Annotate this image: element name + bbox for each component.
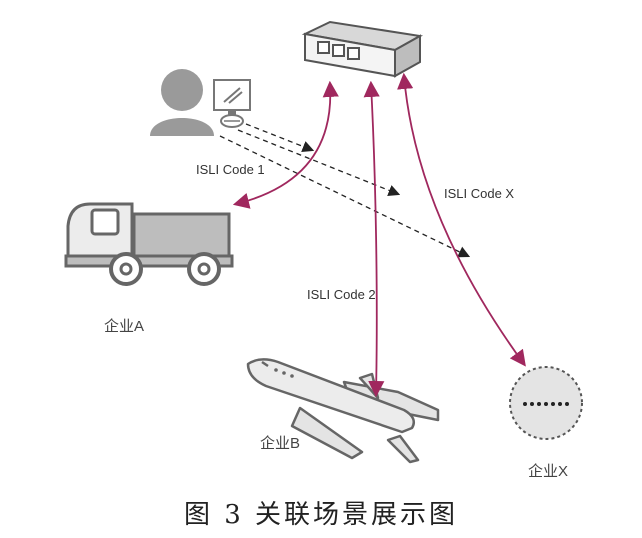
truck-icon — [64, 202, 234, 286]
enterprise-b-label: 企业B — [260, 435, 301, 452]
airplane-icon — [246, 358, 440, 464]
association-links — [232, 72, 526, 398]
isli-code-1-label: ISLI Code 1 — [196, 162, 265, 177]
enterprise-x-label: 企业X — [528, 463, 569, 480]
link-server-enterprise-b — [363, 80, 385, 398]
user-at-computer-icon — [150, 69, 251, 136]
enterprise-a-label: 企业A — [104, 318, 145, 335]
link-server-enterprise-a — [232, 80, 339, 209]
ellipsis-circle-icon — [509, 366, 583, 440]
link-server-enterprise-x — [397, 72, 526, 367]
dashed-arrows — [219, 123, 471, 258]
isli-code-x-label: ISLI Code X — [444, 186, 515, 201]
figure-caption: 图 3 关联场景展示图 — [183, 500, 459, 530]
isli-code-2-label: ISLI Code 2 — [307, 287, 376, 302]
server-icon — [301, 20, 424, 78]
